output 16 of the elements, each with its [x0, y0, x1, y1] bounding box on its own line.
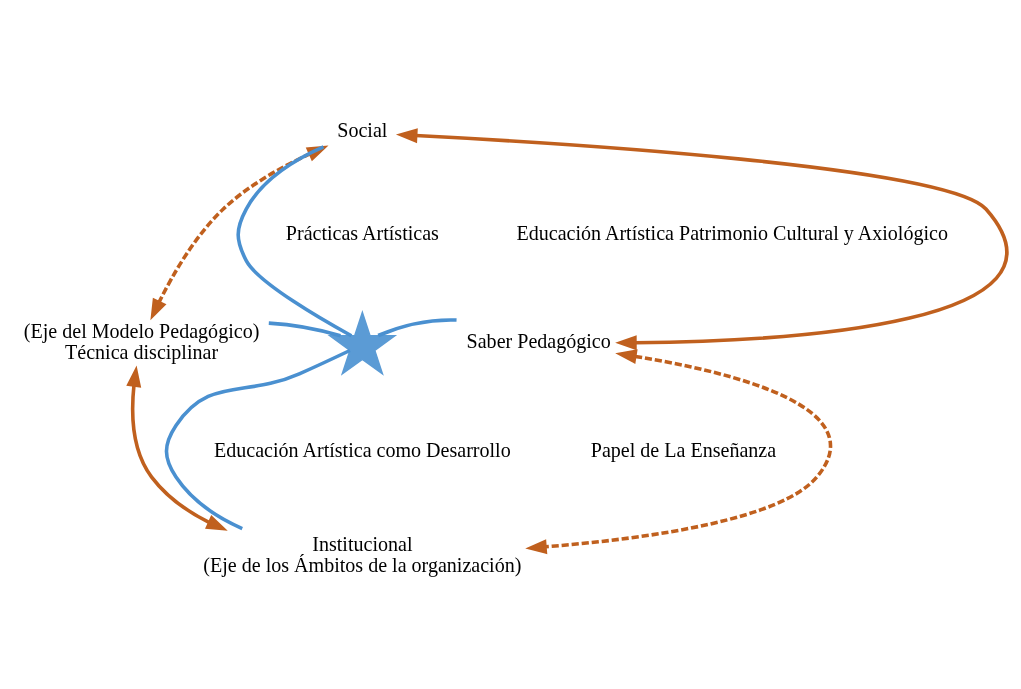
node-label: (Eje del Modelo Pedagógico) [23, 319, 259, 342]
label: Educación Artística como Desarrollo [213, 438, 511, 461]
node-text: Saber Pedagógico [466, 330, 611, 353]
label: Prácticas Artísticas [285, 222, 439, 245]
label: Educación Artística Patrimonio Cultural y Axiológico [515, 222, 948, 245]
arrow [524, 349, 832, 555]
connector [377, 318, 457, 338]
connector [268, 321, 341, 338]
connector [164, 348, 351, 531]
arrow [125, 365, 228, 531]
node-text: Social [336, 118, 387, 141]
label: Papel de La Enseñanza [590, 438, 776, 461]
node-text: Institucional [311, 532, 412, 555]
node-label: (Eje de los Ámbitos de la organización) [202, 554, 521, 576]
node-star [327, 309, 397, 376]
arrow [395, 128, 1007, 351]
